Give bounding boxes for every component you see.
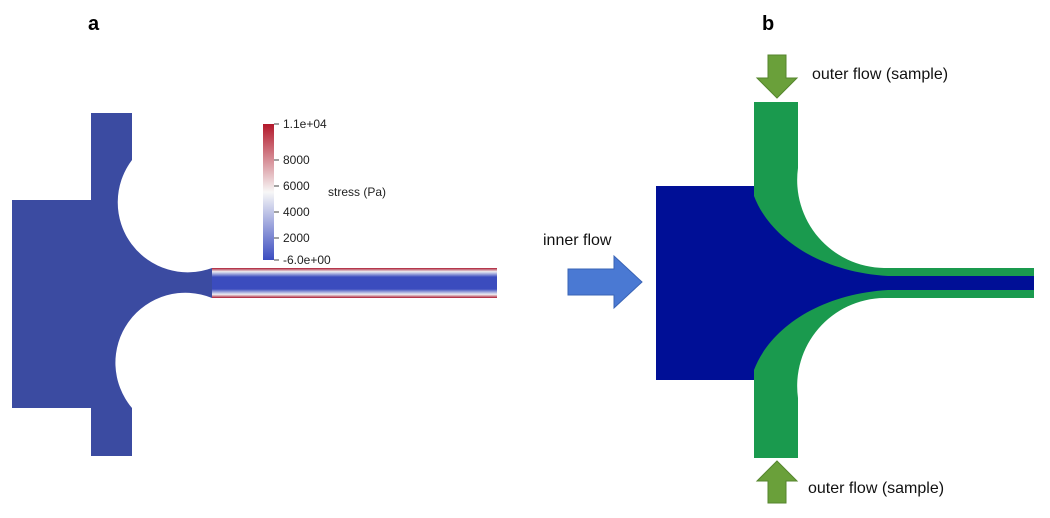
outer-flow-top-label: outer flow (sample) <box>812 66 948 83</box>
panel-a: a 1.1e+04 8000 6000 4000 2000 -6.0e+00 s… <box>12 13 497 456</box>
inner-flow-region <box>656 186 1034 380</box>
colorbar-title: stress (Pa) <box>328 185 386 199</box>
outer-flow-bottom-label: outer flow (sample) <box>808 480 944 497</box>
colorbar-tick-label: 6000 <box>283 179 310 193</box>
colorbar-tick-label: 1.1e+04 <box>283 117 327 131</box>
colorbar-tick-label: -6.0e+00 <box>283 253 331 267</box>
colorbar-gradient <box>263 124 274 260</box>
stress-colorbar: 1.1e+04 8000 6000 4000 2000 -6.0e+00 str… <box>263 117 386 267</box>
colorbar-tick-label: 2000 <box>283 231 310 245</box>
panel-b: b outer flow (sample) outer flow (sample… <box>656 13 1034 504</box>
panel-a-label: a <box>88 13 100 35</box>
inner-flow-indicator: inner flow <box>543 232 643 310</box>
panel-b-label: b <box>762 13 774 35</box>
inner-flow-label: inner flow <box>543 232 612 249</box>
outer-flow-top-arrow-icon <box>755 54 799 99</box>
outer-flow-bottom-arrow-icon <box>755 460 799 504</box>
inner-flow-arrow-icon <box>567 254 643 310</box>
outlet-stress-layer <box>212 268 497 298</box>
colorbar-tick-label: 4000 <box>283 205 310 219</box>
colorbar-tick-label: 8000 <box>283 153 310 167</box>
colorbar-ticks <box>274 123 279 261</box>
